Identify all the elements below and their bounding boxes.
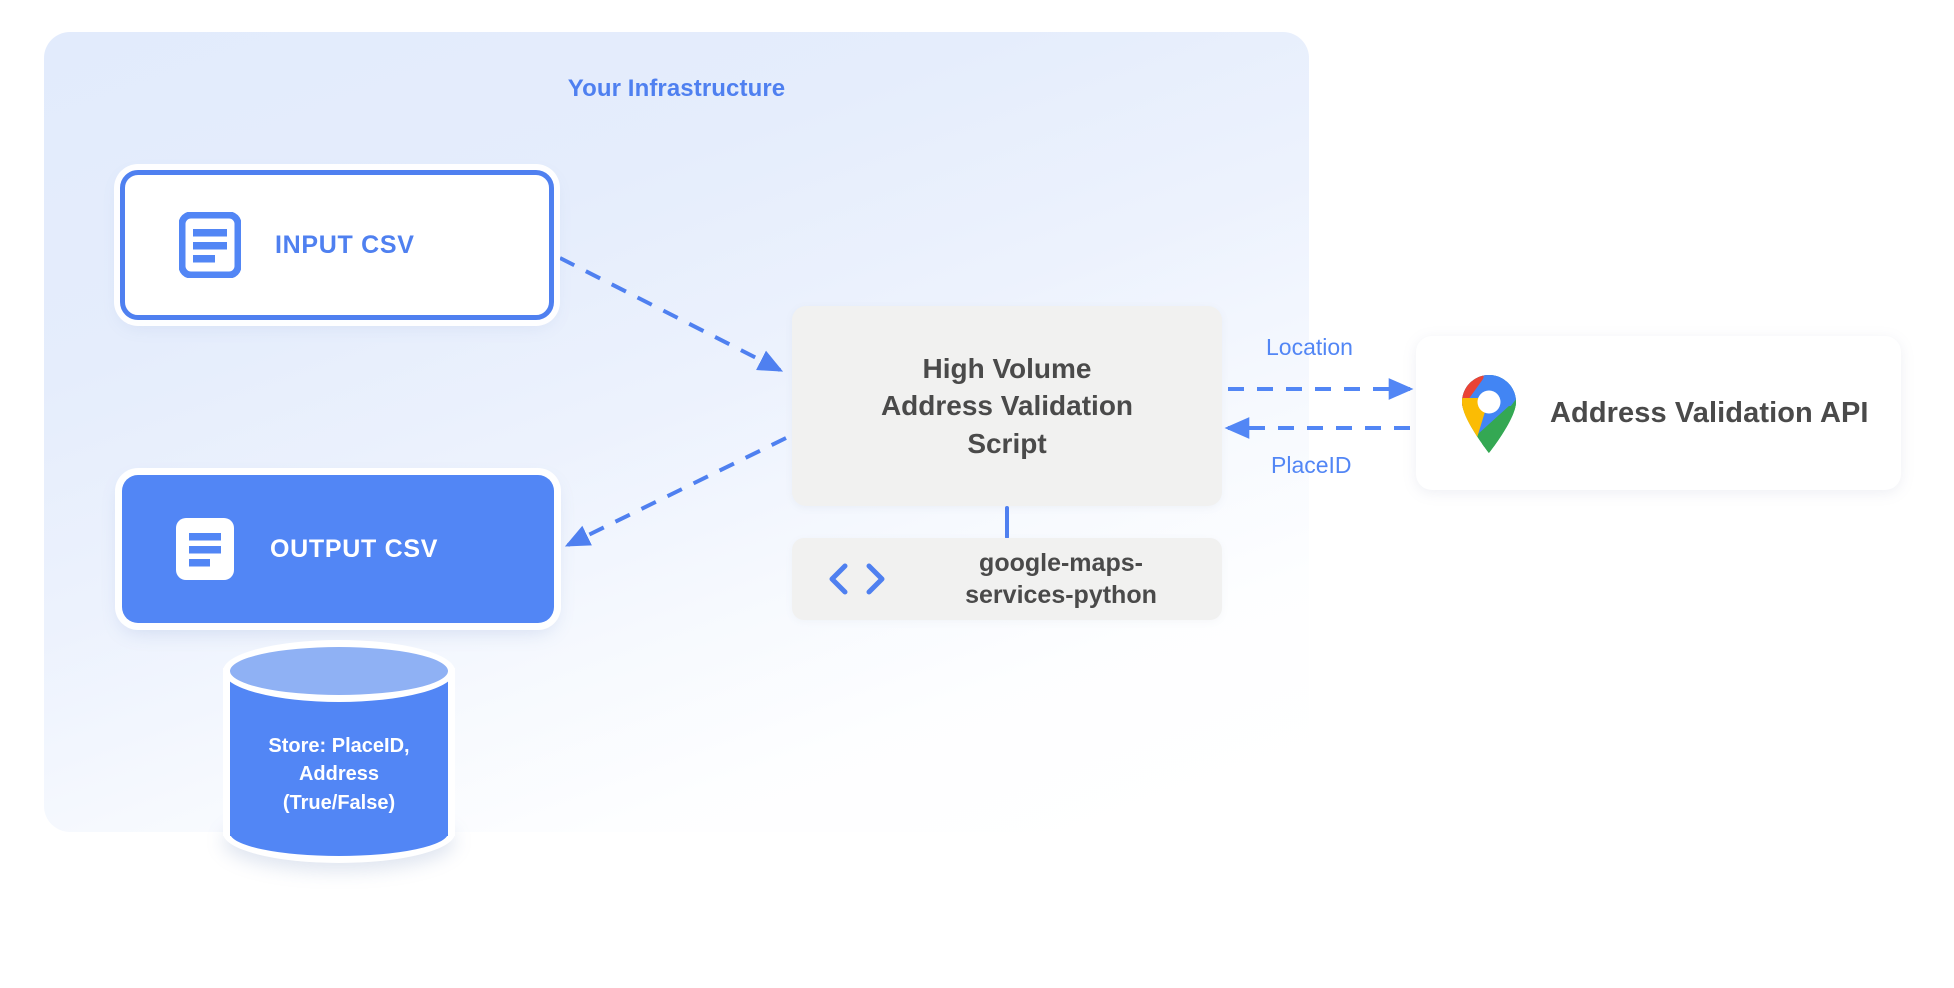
- edge-label-location: Location: [1266, 334, 1353, 360]
- node-library-label-line1: google-maps-: [979, 548, 1143, 577]
- edge-label-placeid: PlaceID: [1271, 452, 1352, 478]
- database-label: Store: PlaceID, Address (True/False): [223, 732, 455, 817]
- node-input-csv[interactable]: INPUT CSV: [120, 170, 554, 320]
- node-output-csv-label: OUTPUT CSV: [270, 534, 439, 563]
- database-top: [223, 640, 455, 702]
- node-output-csv[interactable]: OUTPUT CSV: [122, 475, 554, 623]
- script-line-3: Script: [967, 427, 1047, 459]
- node-library[interactable]: google-maps- services-python: [792, 538, 1222, 620]
- code-brackets-icon: [828, 562, 886, 596]
- database-label-line3: (True/False): [282, 791, 396, 814]
- node-script[interactable]: High Volume Address Validation Script: [792, 306, 1222, 506]
- infrastructure-panel-title: Your Infrastructure: [567, 75, 786, 102]
- script-line-1: High Volume: [922, 353, 1092, 385]
- node-input-csv-label: INPUT CSV: [275, 230, 415, 259]
- document-icon: [178, 211, 242, 279]
- document-icon: [174, 516, 236, 582]
- node-library-label: google-maps- services-python: [914, 547, 1208, 612]
- node-api-label: Address Validation API: [1550, 396, 1869, 429]
- node-database[interactable]: Store: PlaceID, Address (True/False): [215, 640, 463, 868]
- script-line-2: Address Validation: [880, 390, 1134, 422]
- google-maps-pin-icon: [1458, 372, 1520, 454]
- database-label-line1: Store: PlaceID,: [268, 735, 410, 757]
- node-address-validation-api[interactable]: Address Validation API: [1416, 336, 1901, 490]
- database-label-line2: Address: [298, 763, 380, 786]
- node-library-label-line2: services-python: [965, 581, 1157, 609]
- edge-script-to-library: [1005, 506, 1009, 539]
